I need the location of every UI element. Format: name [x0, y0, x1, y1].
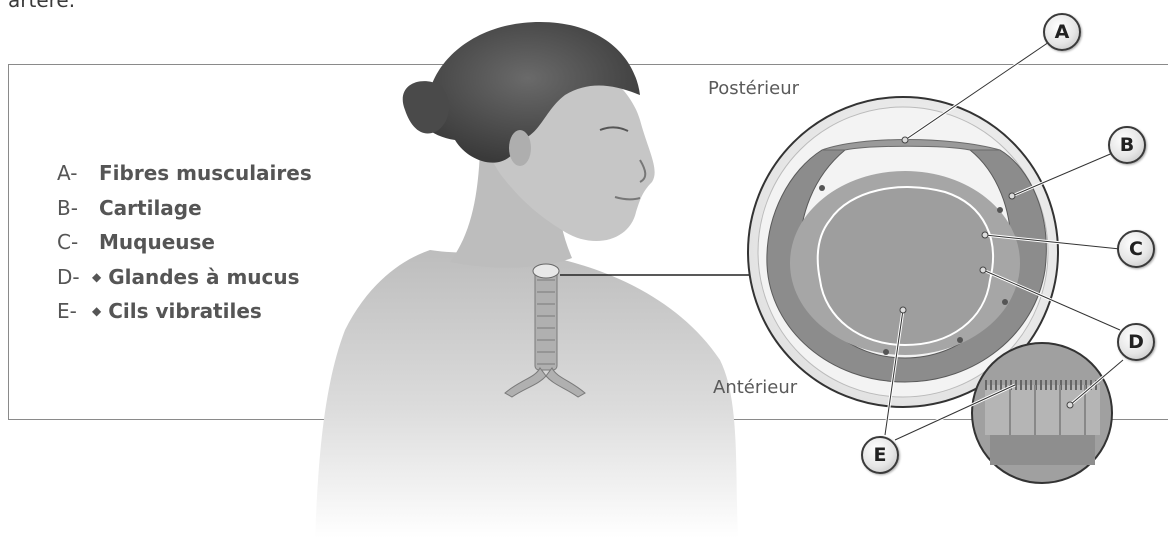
callout-b: B — [1108, 126, 1146, 164]
legend-item-c: C- Muqueuse — [57, 225, 312, 260]
hair-bun — [403, 81, 449, 133]
diamond-icon: ◆ — [92, 304, 101, 318]
callout-a: A — [1043, 13, 1081, 51]
torso — [315, 250, 738, 538]
legend-item-a: A- Fibres musculaires — [57, 156, 312, 191]
callout-d: D — [1117, 323, 1155, 361]
ear — [509, 130, 531, 166]
callout-e: E — [861, 436, 899, 474]
cilia-inset — [972, 343, 1112, 483]
legend-item-d: D- ◆ Glandes à mucus — [57, 260, 312, 295]
legend-item-e: E- ◆ Cils vibratiles — [57, 294, 312, 329]
anterior-label: Antérieur — [713, 377, 797, 398]
lumen — [818, 187, 993, 345]
legend-list: A- Fibres musculaires B- Cartilage C- Mu… — [57, 156, 312, 329]
legend-item-b: B- Cartilage — [57, 191, 312, 226]
callout-c: C — [1117, 230, 1155, 268]
diamond-icon: ◆ — [92, 270, 101, 284]
posterior-label: Postérieur — [708, 78, 799, 99]
